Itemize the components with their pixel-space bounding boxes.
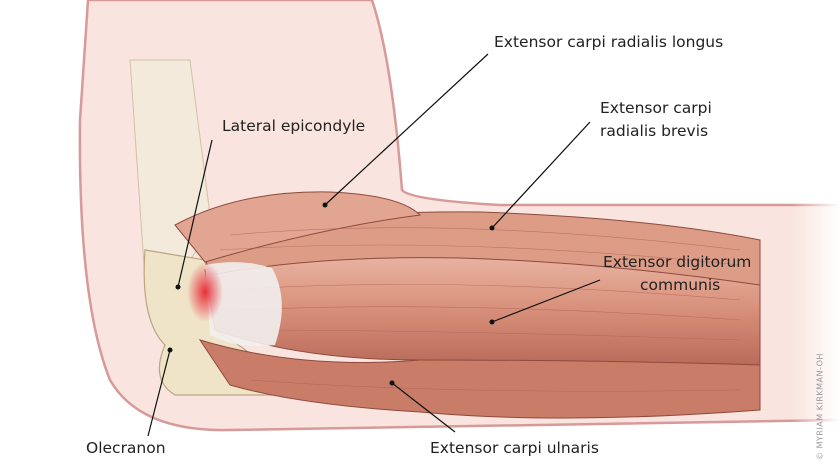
label-lateral-epicondyle: Lateral epicondyle [222, 117, 366, 135]
label-edc-line1: Extensor digitorum [603, 253, 752, 271]
label-olecranon: Olecranon [86, 439, 166, 457]
inflamed-area [187, 262, 223, 322]
copyright-credit: © MYRIAM KIRKMAN-OH [815, 353, 825, 460]
leader-lines [147, 53, 601, 437]
label-ecr-longus: Extensor carpi radialis longus [494, 33, 724, 51]
label-ecr-brevis-line2: radialis brevis [600, 122, 709, 140]
common-extensor-tendon [205, 262, 282, 347]
label-ecu: Extensor carpi ulnaris [430, 439, 599, 457]
label-ecr-brevis-line1: Extensor carpi [600, 99, 712, 117]
olecranon-bone [143, 249, 302, 396]
muscle-ecrl [174, 191, 422, 263]
label-edc-line2: communis [640, 276, 721, 294]
